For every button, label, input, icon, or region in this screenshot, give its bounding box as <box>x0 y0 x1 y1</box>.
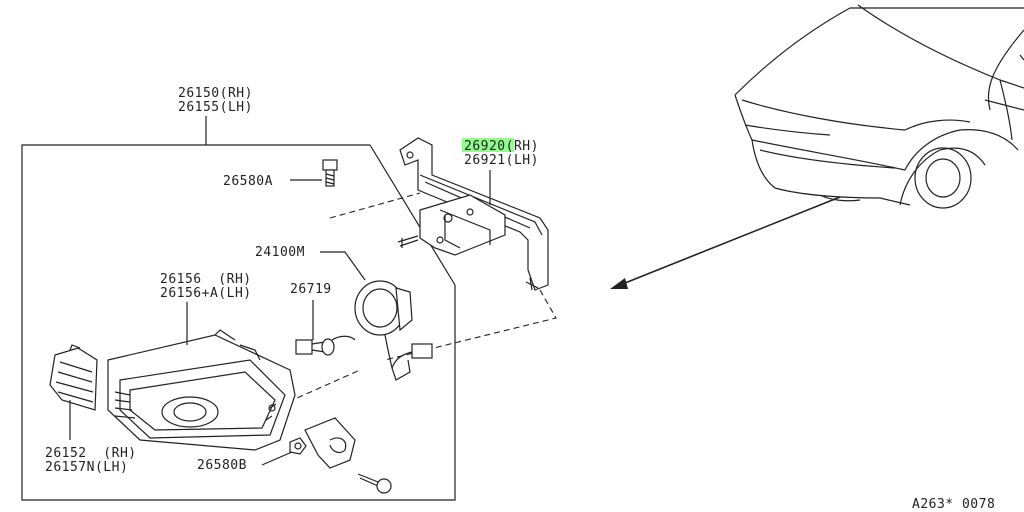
bulb-26719 <box>295 335 356 356</box>
assembly-box <box>21 144 456 501</box>
fog-lamp-bracket <box>397 137 549 291</box>
bolt-26580a <box>322 159 338 187</box>
fog-lamp-body <box>107 329 296 451</box>
label-bracket-rh-suffix: (RH) <box>506 139 539 154</box>
lens-26152 <box>49 344 98 411</box>
label-assy-lh: 26155(LH) <box>178 100 253 115</box>
reference-code: A263* 0078 <box>912 497 995 512</box>
label-bolt-a: 26580A <box>223 174 273 189</box>
pointer-arrow <box>619 196 841 286</box>
label-bulb: 26719 <box>290 282 332 297</box>
bolt-26580b <box>289 437 392 494</box>
cover-clip <box>304 417 356 469</box>
label-assy-rh: 26150(RH) <box>178 86 253 101</box>
socket-24100m <box>354 280 433 381</box>
car-illustration <box>734 4 1024 209</box>
label-bolt-b: 26580B <box>197 458 247 473</box>
label-bracket-rh-code: 26920 <box>464 139 506 154</box>
label-bracket-lh: 26921(LH) <box>464 153 539 168</box>
label-lamp-lh: 26156+A(LH) <box>160 286 252 301</box>
part-highlight <box>462 138 514 152</box>
label-socket: 24100M <box>255 245 305 260</box>
label-lens-rh: 26152 (RH) <box>45 446 137 461</box>
label-lamp-rh: 26156 (RH) <box>160 272 252 287</box>
arrow-head <box>610 278 628 289</box>
label-bracket-rh: 26920(RH) <box>464 139 539 154</box>
label-lens-lh: 26157N(LH) <box>45 460 128 475</box>
